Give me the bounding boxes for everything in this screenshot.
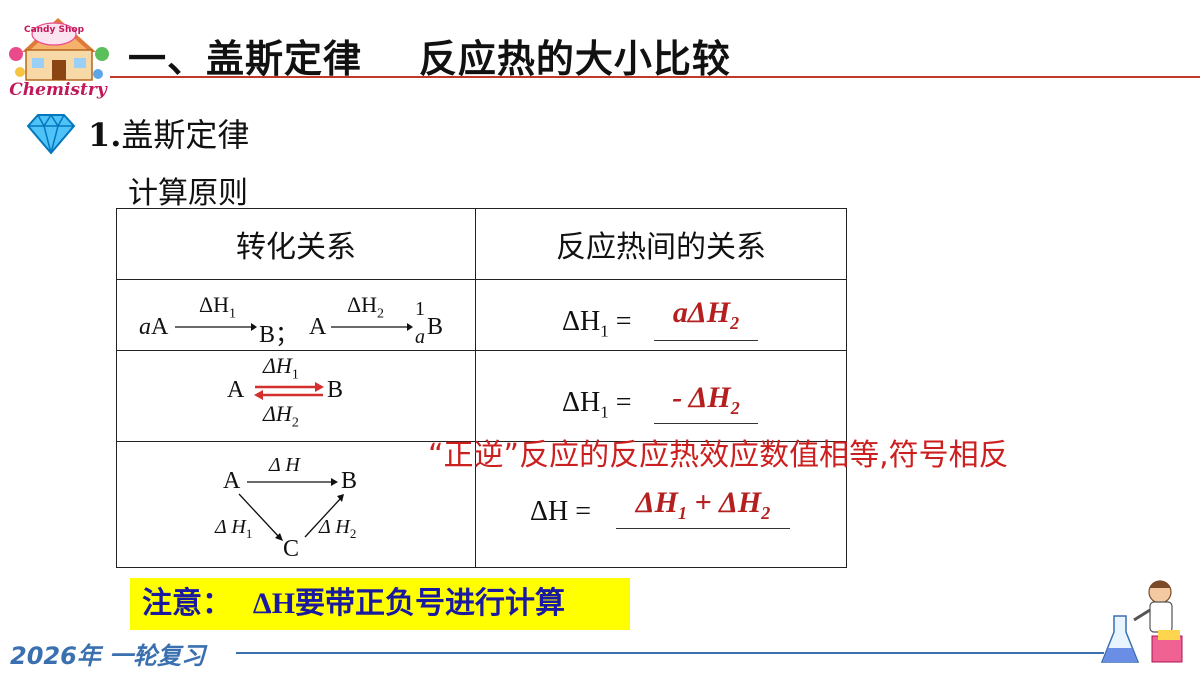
r1-a: a	[139, 314, 151, 340]
row3-relation: A Δ H B Δ H1 C Δ H2	[116, 441, 476, 568]
r2-dh1: ΔH1	[263, 353, 299, 383]
r1-answer: aΔH2	[654, 296, 758, 341]
logo-text-top: Candy Shop	[24, 25, 85, 35]
r2-B: B	[327, 377, 344, 403]
row3-heat: ΔH = ΔH1 + ΔH2	[475, 441, 847, 568]
r2-dh2: ΔH2	[263, 401, 299, 431]
r1-B2: B	[427, 314, 444, 340]
notice-bold: ΔH	[252, 587, 296, 620]
r1-dh2: ΔH2	[347, 292, 385, 322]
r1-A2: A	[309, 314, 327, 340]
footer-label: 2026年 一轮复习	[10, 642, 206, 670]
gess-law-table: 转化关系 反应热间的关系 a A ΔH1 B； A ΔH2 1 a B ΔH1 …	[116, 208, 847, 568]
r2-double-arrow	[254, 382, 324, 400]
header-relation: 转化关系	[116, 208, 476, 280]
r3-A: A	[223, 468, 241, 494]
subtitle: 计算原则	[128, 176, 248, 211]
row1-heat: ΔH1 = aΔH2	[475, 279, 847, 351]
r3-dh1: Δ H1	[215, 516, 253, 541]
header-heat: 反应热间的关系	[475, 208, 847, 280]
r1-A: A	[151, 314, 169, 340]
section-text: 盖斯定律	[121, 116, 250, 154]
notice-prefix: 注意：	[142, 586, 253, 621]
section-number: 1.	[88, 116, 122, 154]
candy-shop-logo: Candy Shop Chemistry	[8, 4, 110, 100]
section-heading: 1.盖斯定律	[88, 110, 249, 156]
logo-text-bottom: Chemistry	[9, 80, 108, 100]
r1-dh1: ΔH1	[199, 292, 237, 322]
title-underline	[110, 76, 1200, 78]
row1-relation: a A ΔH1 B； A ΔH2 1 a B	[116, 279, 476, 351]
page-title: 一、盖斯定律 反应热的大小比较	[128, 37, 731, 81]
r3-answer: ΔH1 + ΔH2	[616, 486, 790, 529]
r1-frac-num: 1	[415, 298, 425, 320]
r1-frac-den: a	[415, 326, 425, 348]
notice-rest: 要带正负号进行计算	[295, 586, 566, 621]
r2-lhs: ΔH1 =	[562, 387, 632, 422]
red-annotation: “正逆”反应的反应热效应数值相等,符号相反	[428, 438, 1009, 473]
r3-dh2: Δ H2	[319, 516, 357, 541]
r1-B: B；	[259, 322, 300, 348]
footer-line	[236, 652, 1104, 654]
r1-arrow2	[331, 323, 413, 331]
row2-relation: A ΔH1 ΔH2 B	[116, 350, 476, 442]
r3-B: B	[341, 468, 358, 494]
r2-answer: - ΔH2	[654, 381, 758, 424]
r2-A: A	[227, 377, 245, 403]
r1-lhs: ΔH1 =	[562, 306, 632, 341]
diamond-icon	[24, 112, 78, 156]
notice-box: 注意： ΔH要带正负号进行计算	[130, 578, 630, 630]
r1-arrow1	[175, 323, 257, 331]
r3-lhs: ΔH =	[530, 496, 592, 527]
row2-heat: ΔH1 = - ΔH2	[475, 350, 847, 442]
r3-dh: Δ H	[269, 454, 300, 476]
r3-C: C	[283, 536, 300, 562]
r3-triangle-arrows	[238, 478, 344, 541]
scientist-flask-icon	[1100, 576, 1192, 668]
